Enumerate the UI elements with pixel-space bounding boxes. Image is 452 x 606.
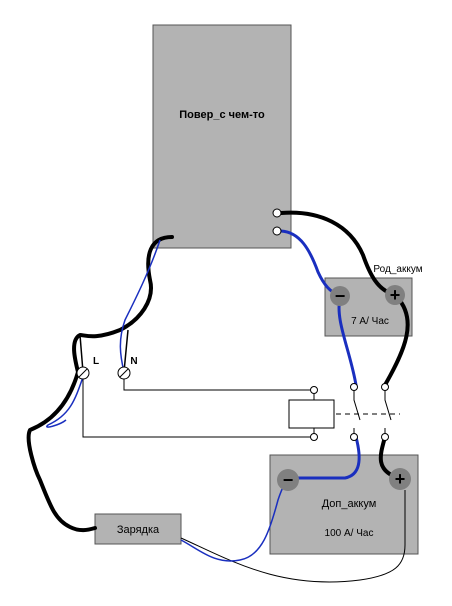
small-battery-plus-sign: + xyxy=(390,285,401,305)
small-battery-name: Род_аккум xyxy=(373,264,422,275)
thin-wires xyxy=(82,377,406,583)
big-battery-name: Доп_аккум xyxy=(322,498,377,510)
big-battery-minus-terminal: − xyxy=(277,469,299,491)
main-unit-terminal-upper xyxy=(272,208,282,218)
small-battery-capacity: 7 А/ Час xyxy=(351,316,389,327)
big-battery-capacity: 100 А/ Час xyxy=(325,528,374,539)
blue-wires xyxy=(279,229,361,480)
small-battery-minus-terminal: − xyxy=(330,286,350,306)
relay-coil xyxy=(288,399,335,429)
terminal-feeds xyxy=(79,329,129,373)
charger-box xyxy=(94,513,182,545)
terminal-block-l xyxy=(76,366,90,380)
big-battery-minus-sign: − xyxy=(283,470,294,490)
charger-label: Зарядка xyxy=(117,524,160,536)
main-unit-label: Повер_с чем-то xyxy=(179,109,265,121)
big-battery-plus-sign: + xyxy=(395,469,406,489)
main-unit-box xyxy=(152,24,292,249)
main-unit-terminal-lower xyxy=(272,226,282,236)
small-battery-plus-terminal: + xyxy=(385,285,405,305)
terminal-l-label: L xyxy=(93,356,99,367)
terminal-block-n xyxy=(117,366,131,380)
terminal-n-label: N xyxy=(130,356,137,367)
big-battery-plus-terminal: + xyxy=(389,468,411,490)
small-battery-minus-sign: − xyxy=(335,286,346,306)
relay-terminals xyxy=(310,383,389,441)
